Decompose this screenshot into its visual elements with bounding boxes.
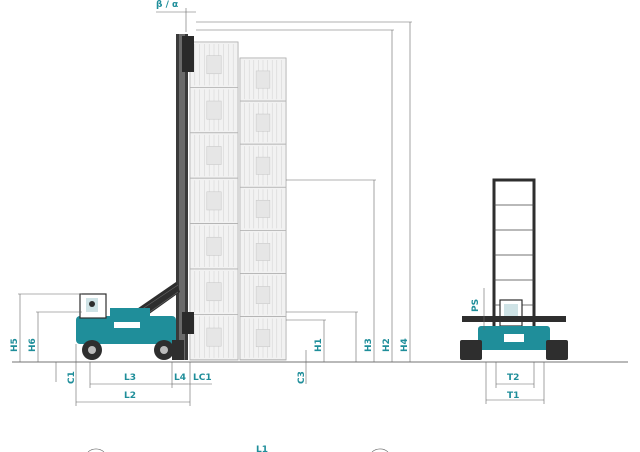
container-door-panel [255, 113, 271, 132]
container-door-panel [206, 236, 222, 256]
container-door-panel [206, 146, 222, 165]
container-stack-front [189, 41, 239, 361]
label-L2: L2 [124, 391, 136, 401]
mast [176, 34, 194, 360]
label-H3: H3 [364, 338, 374, 352]
container-door-panel [206, 282, 222, 302]
label-L4: L4 [174, 373, 186, 383]
label-C1: C1 [67, 371, 77, 384]
label-H6: H6 [28, 338, 38, 352]
label-H4: H4 [400, 338, 410, 352]
front-view-mast [492, 178, 536, 332]
label-H2: H2 [382, 338, 392, 352]
label-H1: H1 [314, 338, 324, 352]
reach-stacker-body [76, 293, 184, 360]
label-T2: T2 [507, 373, 519, 383]
container-door-panel [255, 286, 271, 304]
container-door-panel [255, 243, 271, 261]
container-door-panel [255, 70, 271, 89]
container-door-panel [255, 156, 271, 175]
label-LC1: LC1 [193, 373, 212, 383]
lower-view-arc-left [87, 448, 105, 452]
label-PS: PS [471, 299, 481, 312]
container-door-panel [255, 199, 271, 218]
container-door-panel [206, 191, 222, 211]
label-T1: T1 [507, 391, 519, 401]
container-door-panel [206, 100, 222, 120]
dimension-lines [18, 8, 545, 406]
lower-view-arc-right [371, 448, 389, 452]
label-L3: L3 [124, 373, 136, 383]
label-L1: L1 [256, 445, 268, 452]
container-door-panel [255, 329, 271, 348]
label-H5: H5 [10, 338, 20, 352]
container-door-panel [206, 55, 222, 75]
front-view-body [460, 316, 568, 360]
label-C3: C3 [297, 371, 307, 384]
container-stack-rear [239, 57, 287, 361]
container-door-panel [206, 327, 222, 347]
label-beta-alpha: β / α [156, 0, 178, 10]
